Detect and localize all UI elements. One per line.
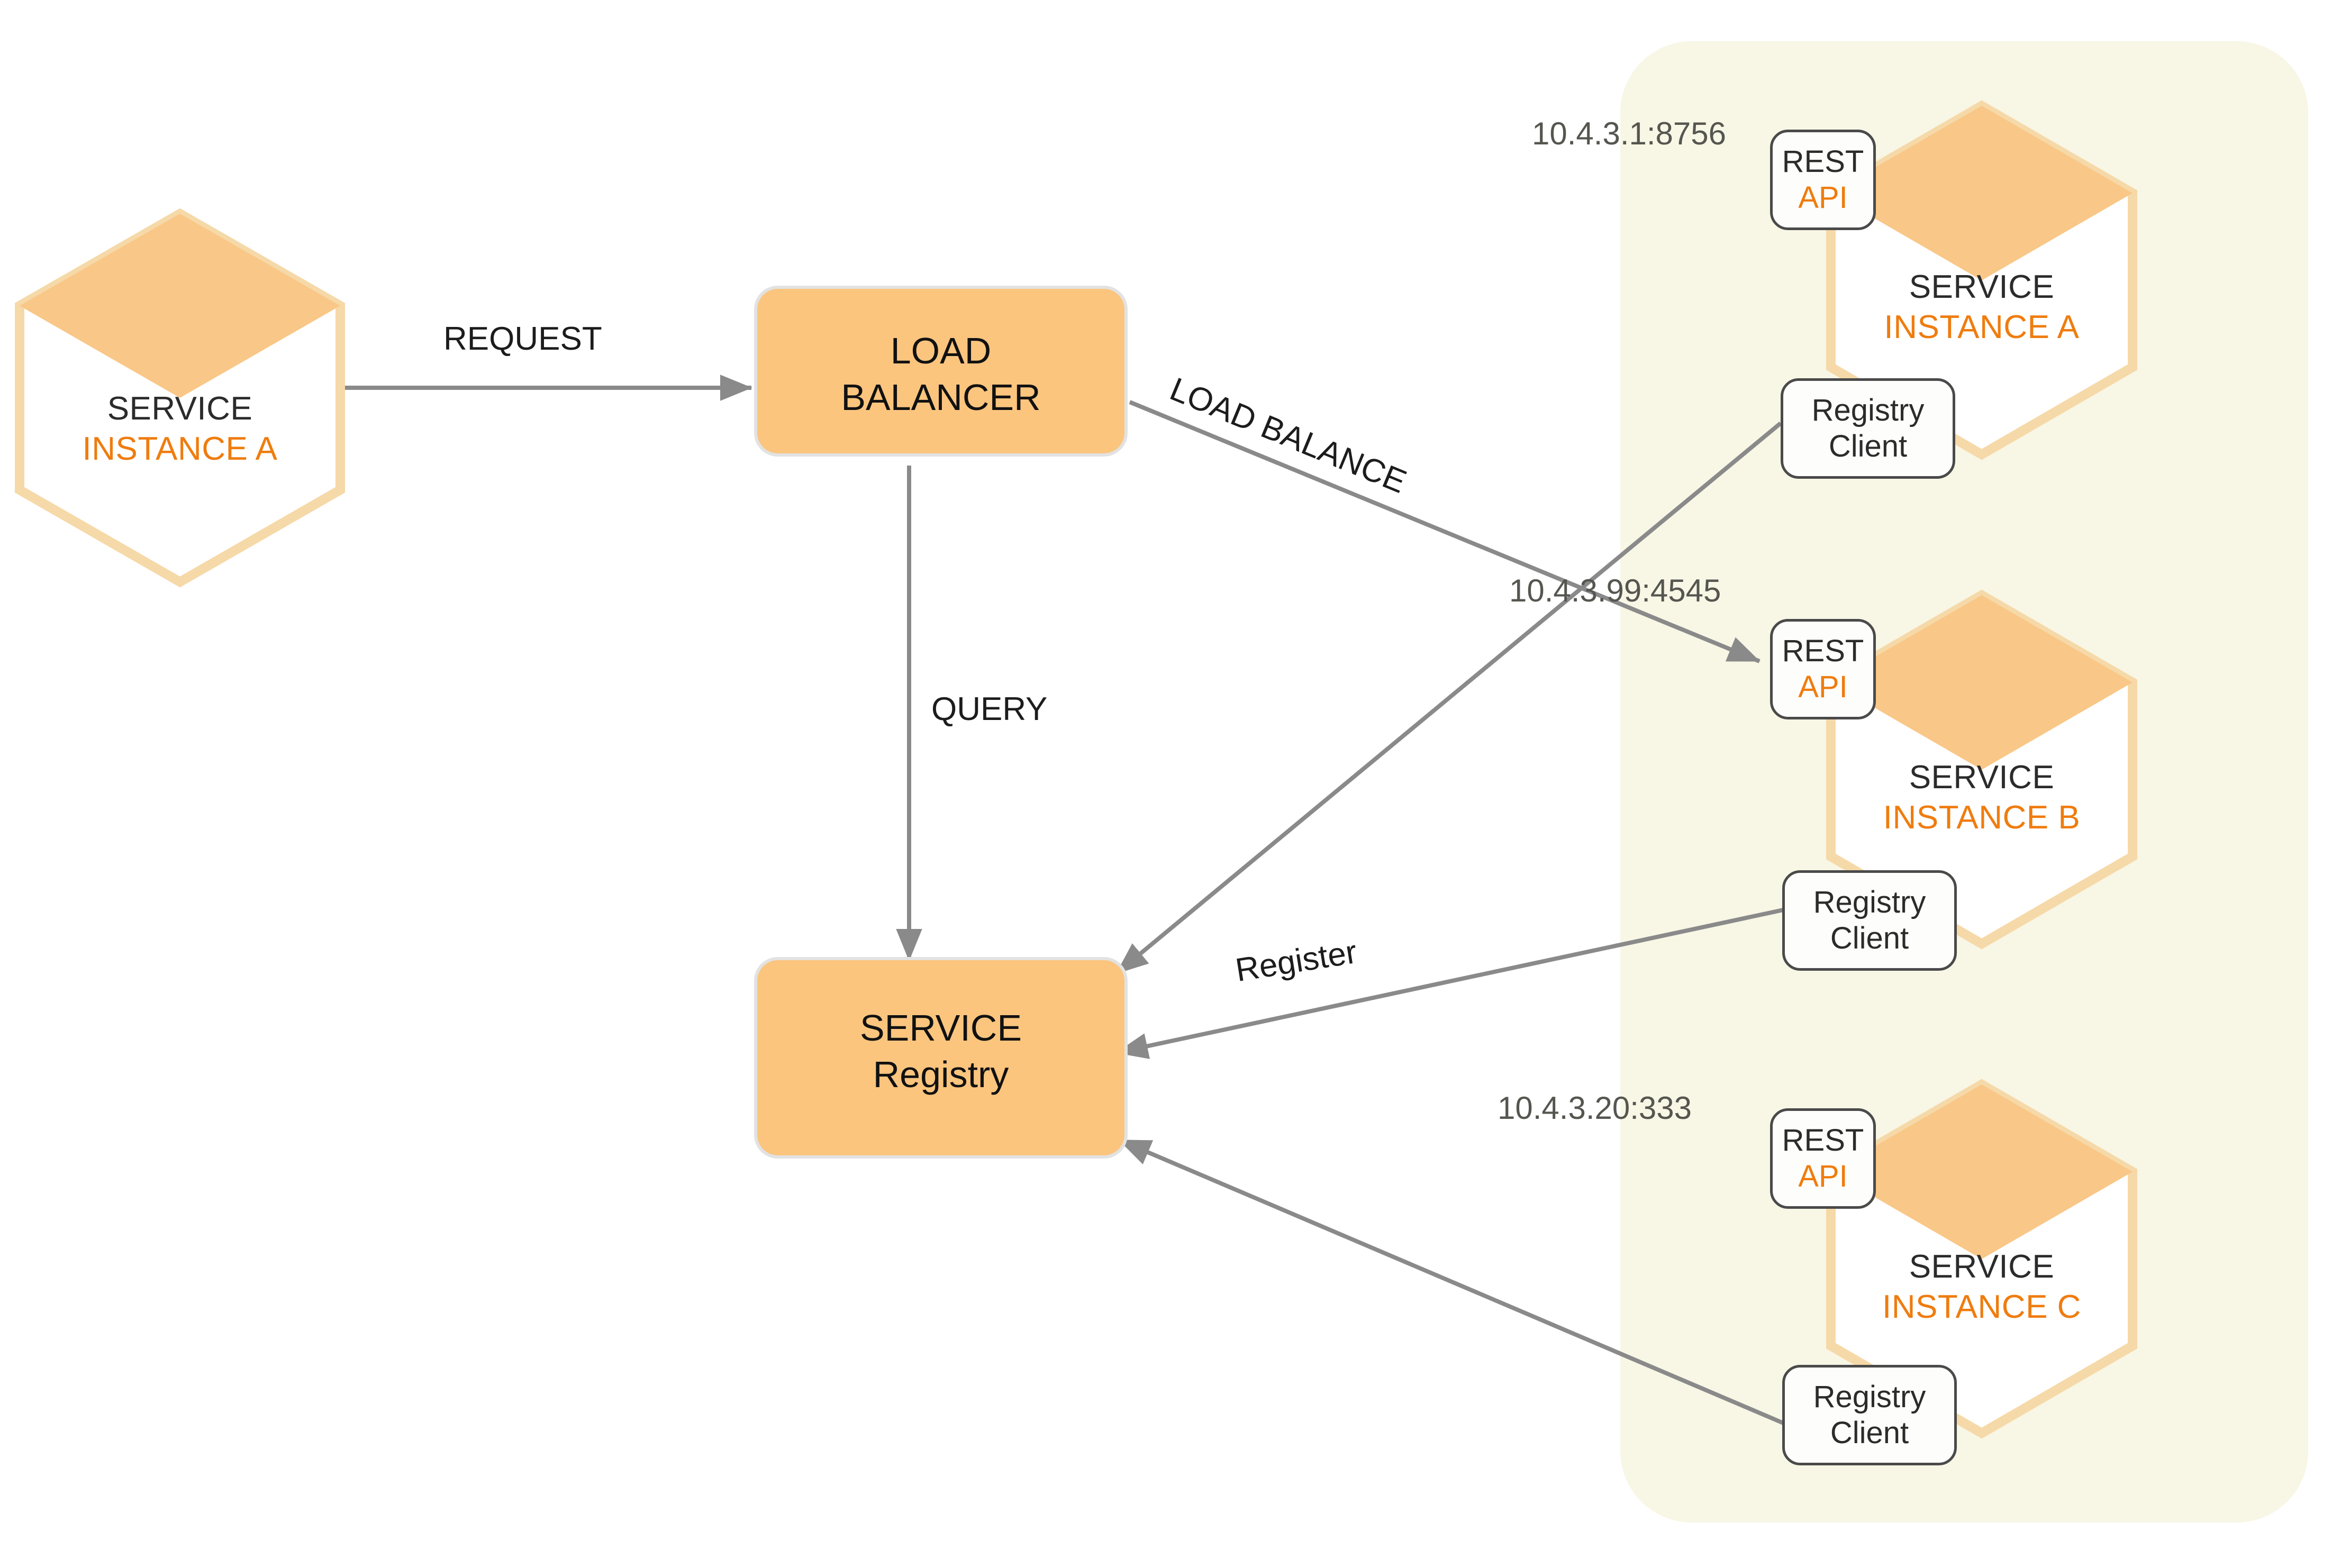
service-registry-line1: SERVICE xyxy=(859,1007,1022,1049)
instance-c-rest-api-line2: API xyxy=(1798,1159,1848,1193)
instance-b-registry-client-line1: Registry xyxy=(1813,885,1926,919)
load-balancer-line2: BALANCER xyxy=(841,376,1041,418)
instance-b-label-line2: INSTANCE B xyxy=(1883,799,2081,836)
edge-register-c xyxy=(1118,1138,1784,1425)
instance-a-rest-api-line1: REST xyxy=(1782,144,1864,179)
instance-c-registry-client-line2: Client xyxy=(1830,1416,1909,1450)
service-registry-box[interactable] xyxy=(754,957,1128,1159)
instance-a-ip-label: 10.4.3.1:8756 xyxy=(1532,116,1727,151)
instance-c-rest-api-badge[interactable]: REST API xyxy=(1770,1108,1876,1209)
client-hexagon-label: SERVICE INSTANCE A xyxy=(20,389,340,469)
instance-c-hexagon[interactable] xyxy=(1826,1079,2137,1439)
instance-b-hexagon-label: SERVICE INSTANCE B xyxy=(1831,758,2133,837)
instance-b-rest-api-line1: REST xyxy=(1782,633,1864,668)
instance-b-registry-client-line2: Client xyxy=(1830,921,1909,955)
instance-b-rest-api-badge[interactable]: REST API xyxy=(1770,619,1876,719)
service-registry-label: SERVICE Registry xyxy=(756,1005,1126,1098)
edge-label-query: QUERY xyxy=(931,691,1048,727)
load-balancer-line1: LOAD xyxy=(890,330,992,371)
instance-a-hexagon[interactable] xyxy=(1826,100,2137,460)
instance-c-rest-api-line1: REST xyxy=(1782,1123,1864,1157)
load-balancer-label: LOAD BALANCER xyxy=(756,328,1126,421)
instance-a-registry-client-badge[interactable]: Registry Client xyxy=(1781,378,1955,479)
instance-a-rest-api-badge[interactable]: REST API xyxy=(1770,130,1876,230)
edge-label-request: REQUEST xyxy=(443,321,602,357)
client-hexagon[interactable] xyxy=(15,208,345,588)
edge-load-balance xyxy=(1129,400,1761,663)
instance-c-registry-client-badge[interactable]: Registry Client xyxy=(1782,1365,1957,1465)
load-balancer-box[interactable] xyxy=(754,286,1128,457)
client-label-line1: SERVICE xyxy=(107,390,253,427)
instance-b-rest-api-line2: API xyxy=(1798,670,1848,704)
service-registry-line2: Registry xyxy=(873,1053,1009,1095)
instance-b-registry-client-badge[interactable]: Registry Client xyxy=(1782,870,1957,971)
instance-b-ip-label: 10.4.3.99:4545 xyxy=(1509,573,1721,608)
instance-b-hexagon[interactable] xyxy=(1826,589,2137,950)
instance-c-hexagon-label: SERVICE INSTANCE C xyxy=(1831,1247,2133,1327)
client-label-line2: INSTANCE A xyxy=(82,430,278,467)
instance-a-registry-client-line1: Registry xyxy=(1811,393,1925,427)
instance-b-label-line1: SERVICE xyxy=(1909,759,2055,796)
instance-c-ip-label: 10.4.3.20:333 xyxy=(1498,1090,1692,1126)
instance-a-rest-api-line2: API xyxy=(1798,180,1848,215)
edge-register-a xyxy=(1115,421,1782,976)
instance-c-label-line2: INSTANCE C xyxy=(1882,1288,2081,1325)
instance-a-hexagon-label: SERVICE INSTANCE A xyxy=(1831,267,2133,347)
edge-register-b xyxy=(1115,908,1784,1059)
instance-a-label-line1: SERVICE xyxy=(1909,269,2055,305)
instance-c-label-line1: SERVICE xyxy=(1909,1248,2055,1285)
instance-c-registry-client-line1: Registry xyxy=(1813,1379,1926,1414)
instance-a-registry-client-line2: Client xyxy=(1828,429,1908,463)
instance-a-label-line2: INSTANCE A xyxy=(1884,308,2080,345)
